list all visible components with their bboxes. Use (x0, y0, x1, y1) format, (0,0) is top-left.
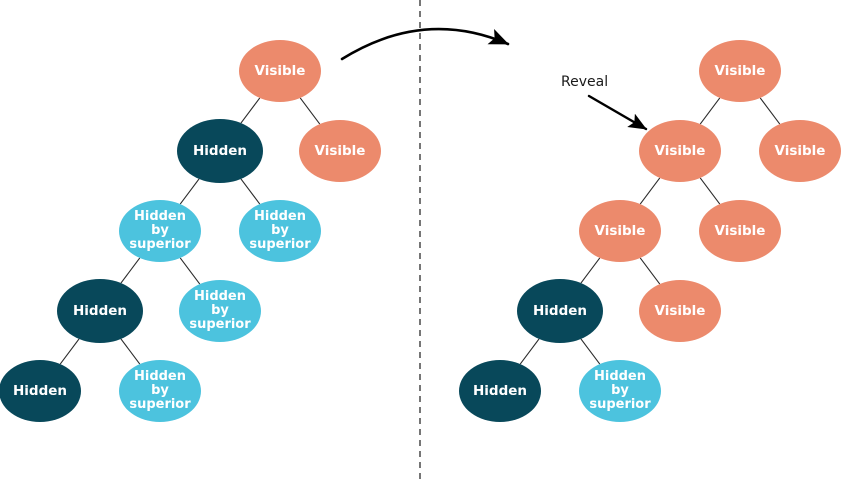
tree-node-visible[interactable]: Visible (699, 40, 781, 102)
tree-edge (240, 97, 261, 124)
tree-node-hidden-by-superior[interactable]: Hidden by superior (579, 360, 661, 422)
curved-transition-arrow (340, 27, 510, 61)
tree-node-hidden[interactable]: Hidden (517, 279, 603, 343)
annotation-arrows (340, 27, 648, 131)
tree-edge (639, 177, 661, 205)
tree-edge (699, 177, 721, 205)
tree-node-label: Visible (714, 222, 766, 239)
tree-node-label: Hidden (12, 382, 68, 399)
tree-node-label: Hidden (472, 382, 528, 399)
reveal-annotation-arrow (587, 94, 648, 131)
tree-node-visible[interactable]: Visible (299, 120, 381, 182)
tree-node-label: Hidden by superior (189, 288, 251, 333)
tree-node-hidden-by-superior[interactable]: Hidden by superior (239, 200, 321, 262)
tree-edges (59, 97, 781, 365)
tree-node-hidden-by-superior[interactable]: Hidden by superior (179, 280, 261, 342)
tree-node-hidden[interactable]: Hidden (57, 279, 143, 343)
tree-edge (519, 338, 540, 365)
tree-node-hidden-by-superior[interactable]: Hidden by superior (119, 200, 201, 262)
tree-node-label: Visible (654, 302, 706, 319)
tree-edge (759, 97, 781, 125)
tree-node-visible[interactable]: Visible (239, 40, 321, 102)
tree-node-label: Visible (714, 62, 766, 79)
tree-node-hidden[interactable]: Hidden (177, 119, 263, 183)
tree-edge (59, 338, 80, 365)
tree-edge (299, 97, 321, 125)
tree-node-label: Visible (774, 142, 826, 159)
tree-node-label: Hidden by superior (249, 208, 311, 253)
tree-edge (639, 257, 661, 285)
tree-node-label: Hidden (72, 302, 128, 319)
tree-edge (580, 338, 601, 365)
tree-node-label: Visible (594, 222, 646, 239)
tree-node-label: Hidden (192, 142, 248, 159)
tree-node-visible[interactable]: Visible (699, 200, 781, 262)
tree-node-hidden[interactable]: Hidden (0, 360, 81, 422)
tree-node-label: Visible (654, 142, 706, 159)
tree-node-visible[interactable]: Visible (639, 280, 721, 342)
tree-node-label: Hidden by superior (129, 208, 191, 253)
tree-node-hidden-by-superior[interactable]: Hidden by superior (119, 360, 201, 422)
tree-node-visible[interactable]: Visible (759, 120, 841, 182)
tree-node-label: Hidden by superior (589, 368, 651, 413)
tree-node-label: Hidden (532, 302, 588, 319)
tree-edge (179, 178, 200, 205)
tree-edge (120, 338, 141, 365)
tree-node-visible[interactable]: Visible (639, 120, 721, 182)
tree-edge (240, 178, 261, 205)
tree-edge (699, 97, 721, 125)
tree-node-label: Visible (254, 62, 306, 79)
reveal-annotation-text: Reveal (561, 74, 609, 90)
tree-node-hidden[interactable]: Hidden (459, 360, 541, 422)
tree-node-visible[interactable]: Visible (579, 200, 661, 262)
tree-edge (120, 257, 141, 284)
tree-node-label: Hidden by superior (129, 368, 191, 413)
tree-node-label: Visible (314, 142, 366, 159)
tree-edge (580, 257, 601, 284)
tree-edge (179, 257, 201, 285)
